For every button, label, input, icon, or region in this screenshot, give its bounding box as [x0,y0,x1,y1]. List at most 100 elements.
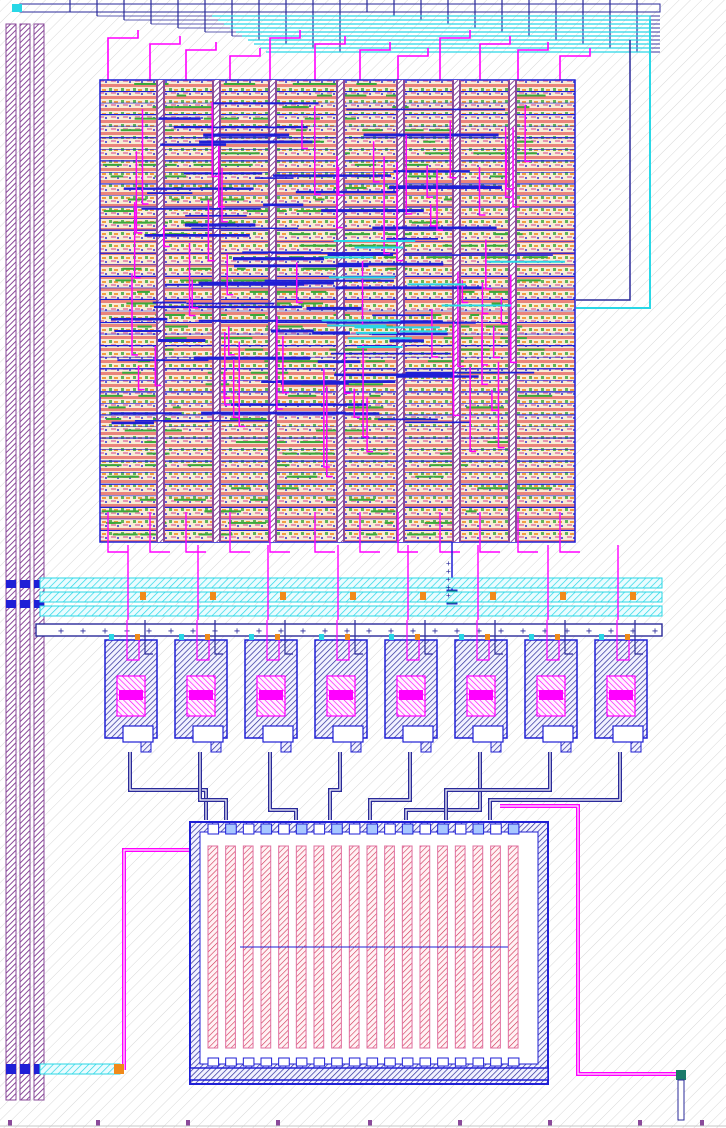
plus-marker: + [102,626,108,637]
top-routing-bus [12,0,661,309]
diffusion [349,498,375,501]
capacitor-bottom-contact [348,1057,361,1067]
capacitor-top-contact [507,823,520,835]
diffusion [187,267,211,270]
driver-pin [275,634,280,640]
bottom-pin [548,1120,552,1126]
diffusion [477,487,498,490]
diffusion [337,244,375,247]
diffusion [293,106,309,109]
magenta-route [366,397,374,453]
diffusion [407,175,437,178]
magenta-route [228,326,235,356]
driver-cells [104,620,648,753]
bottom-pin [8,1120,12,1126]
capacitor-bottom-contact [242,1057,255,1067]
array-output [359,512,380,553]
diffusion [337,117,356,120]
plus-marker: + [432,626,438,637]
driver-output-route-core [369,752,411,820]
driver-output-route-core [489,752,621,820]
magenta-route [337,167,345,196]
diffusion [356,83,377,85]
diffusion [326,498,342,501]
driver-pin [389,634,394,640]
driver-output-route-core [129,752,207,820]
diffusion [106,521,115,524]
driver-gate [329,690,353,700]
rail-tap [34,580,44,588]
diffusion [300,441,324,444]
capacitor-top-contact [331,823,343,835]
driver-out-pad [630,741,642,753]
rail-tap [20,600,30,608]
driver-input [546,620,560,661]
capacitor-top-contact [454,823,467,835]
driver-tail [402,725,434,743]
bottom-pin [638,1120,642,1126]
magenta-riser [559,48,591,85]
capacitor-bottom-contact [384,1057,396,1067]
driver-to-capacitor-routing [39,752,686,1121]
driver-tail [122,725,154,743]
magenta-route [135,151,143,234]
output-stub [677,1079,685,1121]
diffusion [171,198,180,201]
driver-cell [314,620,368,753]
magenta-route [457,271,464,368]
bottom-pin [368,1120,372,1126]
rail-tap [34,1064,44,1074]
diffusion [427,360,464,363]
driver-input [284,620,293,655]
diffusion [139,498,162,501]
driver-cell [384,620,438,753]
diffusion [365,533,378,536]
rail-tap [20,580,30,588]
capacitor-top-contact [207,823,220,835]
diffusion [157,337,187,340]
capacitor-bottom-contact [454,1057,467,1067]
bottom-pin [186,1120,190,1126]
diffusion [316,429,341,432]
diffusion [126,302,157,305]
diffusion [342,348,368,351]
magenta-route [314,105,321,196]
diffusion [176,94,187,97]
driver-output-route-core [445,752,551,820]
standard-cell-array [99,79,580,605]
driver-input [354,620,363,655]
rail-tap [34,600,44,608]
diffusion [266,487,299,490]
diffusion [523,256,548,259]
driver-input [336,620,350,661]
diffusion [430,129,458,132]
plus-marker: + [410,626,416,637]
diffusion [314,198,325,201]
capacitor-bottom-contact [278,1057,290,1067]
driver-out-pad [280,741,292,753]
diffusion [375,510,396,513]
magenta-route [491,389,498,412]
driver-cell [174,620,228,753]
magenta-route [301,120,308,150]
diffusion [303,267,341,270]
capacitor-top-contact [401,823,414,835]
magenta-route [226,253,234,296]
rail-tap [20,1064,30,1074]
array-output [439,512,460,553]
diffusion [465,510,477,513]
driver-tail [472,725,504,743]
diffusion [386,267,400,270]
capacitor-top-contact [348,823,361,835]
capacitor-bottom-contact [260,1057,273,1067]
magenta-route [510,274,517,364]
driver-gate [469,690,493,700]
array-output [397,512,418,553]
driver-input [196,620,210,661]
via-contact [210,592,216,600]
magenta-riser [359,42,391,85]
driver-input [616,620,630,661]
magenta-loop-core [500,805,680,1075]
diffusion [124,429,141,432]
strap-hatch [338,80,343,542]
